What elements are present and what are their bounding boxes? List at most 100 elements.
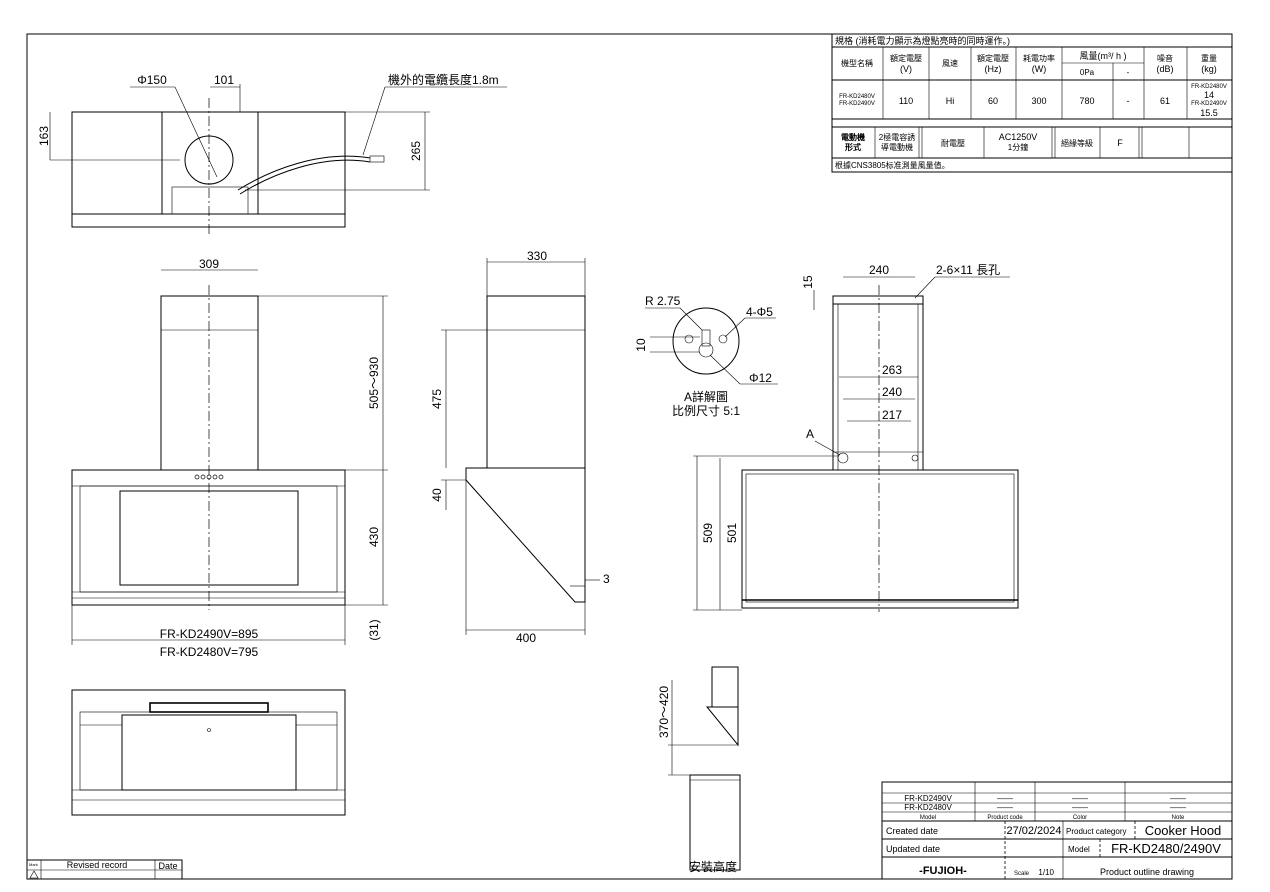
width-2490: FR-KD2490V=895 (160, 627, 259, 641)
product-category: Cooker Hood (1145, 823, 1222, 838)
dim-475: 475 (430, 389, 444, 409)
dim-10: 10 (634, 338, 648, 352)
tb-model-2480: FR-KD2480V (904, 803, 952, 812)
holes-label: 4-Φ5 (746, 305, 773, 319)
dim-263: 263 (882, 363, 902, 377)
dim-install: 370～420 (657, 686, 671, 738)
header-weight-unit: (kg) (1201, 64, 1217, 74)
motor-type: 2極電容誘 (879, 132, 915, 142)
dim-240: 240 (882, 385, 902, 399)
cable-note: 機外的電纜長度1.8m (388, 72, 499, 87)
width-2480: FR-KD2480V=795 (160, 645, 259, 659)
title-block: FR-KD2490V FR-KD2480V —— —— —— —— —— —— … (881, 781, 1233, 880)
dim-240-top: 240 (869, 263, 889, 277)
header-airflow: 風量(m³/ h ) (1080, 51, 1127, 61)
header-power: 耗電功率 (1023, 53, 1055, 63)
withstand-voltage: AC1250V (999, 132, 1038, 142)
dim-40: 40 (430, 488, 444, 502)
install-height-view: 370～420 安裝高度 (657, 666, 741, 874)
radius-label: R 2.75 (645, 294, 681, 308)
date-label: Date (158, 861, 177, 871)
revision-box: Mark Revised record Date (26, 859, 183, 880)
dim-330: 330 (527, 249, 547, 263)
header-weight: 重量 (1201, 53, 1217, 63)
model-label: Model (1068, 845, 1090, 854)
tb-col-color: Color (1073, 815, 1087, 821)
slot-label: 2-6×11 長孔 (936, 263, 1000, 277)
header-airflow-0pa: 0Pa (1080, 68, 1095, 77)
model-value: FR-KD2480/2490V (1111, 841, 1221, 856)
spec-title: 規格 (消耗電力顯示為燈點亮時的同時運作。) (835, 35, 1010, 46)
value-power: 300 (1031, 96, 1046, 106)
warning-triangle-icon (29, 870, 39, 879)
header-noise-unit: (dB) (1156, 64, 1173, 74)
tb-dash: —— (1072, 794, 1088, 803)
header-frequency-unit: (Hz) (985, 64, 1002, 74)
tb-col-note: Note (1172, 815, 1185, 821)
withstand-duration: 1分鐘 (1008, 142, 1028, 152)
withstand-label: 耐電壓 (941, 138, 965, 148)
motor-type-2: 導電動機 (881, 142, 913, 152)
tb-dash: —— (1170, 794, 1186, 803)
detail-a: 10 R 2.75 4-Φ5 Φ12 A詳解圖 比例尺寸 5:1 (634, 294, 778, 418)
spec-table: 規格 (消耗電力顯示為燈點亮時的同時運作。) 機型名稱 額定電壓 (V) 風速 … (831, 33, 1233, 173)
dim-3: 3 (603, 572, 610, 586)
value-airflow: 780 (1079, 96, 1094, 106)
scale-value: 1/10 (1038, 868, 1054, 877)
tb-dash: —— (1170, 803, 1186, 812)
value-speed: Hi (946, 96, 955, 106)
header-speed: 風速 (942, 59, 958, 68)
top-view: 163 265 101 Φ150 機外的電纜長度1.8m (37, 72, 507, 236)
created-label: Created date (886, 826, 938, 836)
mark-label: Mark (29, 862, 38, 867)
header-power-unit: (W) (1032, 64, 1047, 74)
side-view: 330 475 40 3 400 (430, 249, 610, 645)
dim-217: 217 (882, 408, 902, 422)
row-model-b: FR-KD2490V (839, 101, 875, 107)
insulation-class: F (1117, 138, 1123, 148)
tb-col-code: Product code (987, 815, 1023, 821)
weight-b: 15.5 (1200, 108, 1218, 118)
weight-a: 14 (1204, 90, 1214, 100)
front-view: 309 505～930 430 (31) FR-KD2490V=895 FR-K… (71, 257, 388, 659)
header-voltage: 額定電壓 (890, 53, 922, 63)
scale-label: Scale (1014, 871, 1030, 877)
spec-note: 根據CNS3805标准測量風量值。 (835, 160, 950, 170)
dim-309: 309 (199, 257, 219, 271)
back-view: 240 2-6×11 長孔 15 263 240 217 A 509 501 (693, 263, 1019, 612)
fujioh-logo: -FUJIOH- (919, 865, 967, 877)
dim-31: (31) (367, 619, 381, 640)
motor-label: 電動機 (841, 132, 865, 142)
dia-label: Φ12 (749, 371, 772, 385)
dim-509: 509 (701, 523, 715, 543)
revised-record-label: Revised record (67, 860, 128, 870)
drawing-type: Product outline drawing (1100, 867, 1194, 877)
dim-phi150: Φ150 (137, 73, 167, 87)
weight-model-a: FR-KD2480V (1191, 84, 1227, 90)
dim-501: 501 (725, 523, 739, 543)
dim-15: 15 (801, 275, 815, 289)
value-airflow-other: - (1127, 96, 1130, 106)
dim-101: 101 (214, 73, 234, 87)
install-caption: 安裝高度 (689, 859, 737, 874)
dim-505-930: 505～930 (367, 357, 381, 409)
header-airflow-other: - (1127, 68, 1130, 77)
created-date: 27/02/2024 (1006, 825, 1061, 837)
dim-265: 265 (409, 141, 423, 161)
tb-dash: —— (997, 794, 1013, 803)
header-voltage-unit: (V) (900, 64, 912, 74)
value-voltage: 110 (899, 96, 913, 106)
row-model-a: FR-KD2480V (839, 94, 875, 100)
detail-title: A詳解圖 (684, 389, 728, 404)
category-label: Product category (1066, 827, 1126, 836)
sheet-border (26, 33, 1233, 880)
header-noise: 噪音 (1157, 53, 1173, 63)
insulation-label: 絕緣等級 (1061, 138, 1093, 148)
motor-label-2: 形式 (845, 142, 861, 152)
dim-400: 400 (516, 631, 536, 645)
bottom-view (71, 689, 346, 816)
dim-163: 163 (37, 126, 51, 146)
header-model-name: 機型名稱 (841, 58, 873, 68)
header-frequency: 額定電壓 (977, 53, 1009, 63)
